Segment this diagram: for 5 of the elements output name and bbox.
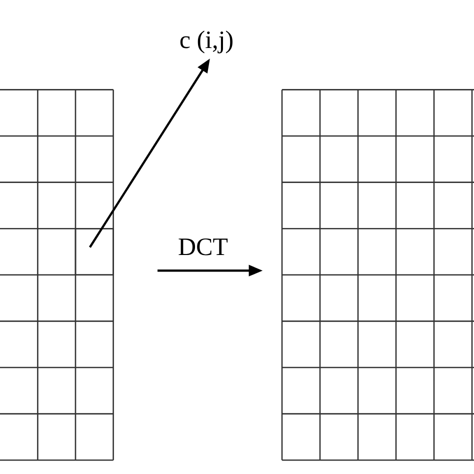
- grid: [0, 89, 114, 461]
- edge-label: DCT: [178, 238, 228, 256]
- grid: [281, 89, 474, 461]
- grid-cell: [74, 228, 114, 276]
- label: c (i,j): [180, 30, 232, 54]
